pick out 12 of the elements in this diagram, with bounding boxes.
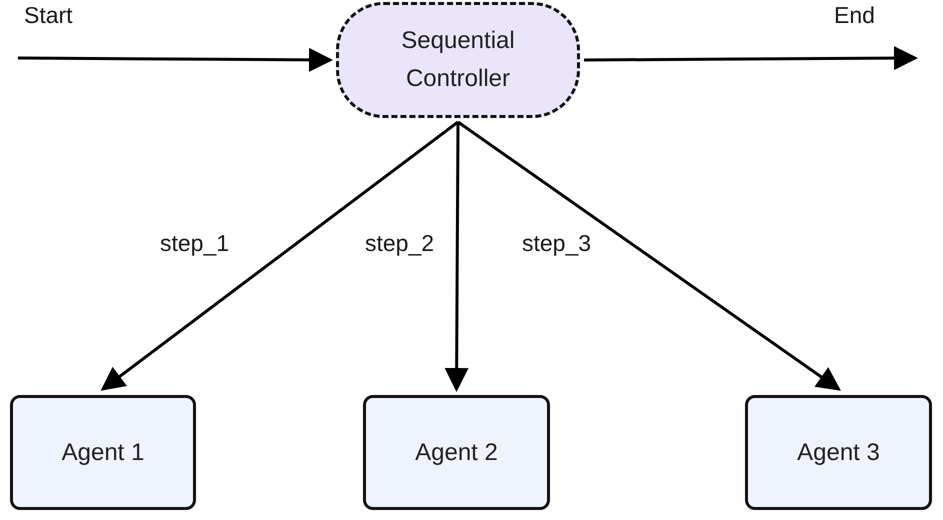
- arrow: [100, 120, 459, 391]
- arrow: [457, 120, 841, 391]
- node-label: Sequential Controller: [400, 26, 516, 94]
- agent-box: [745, 395, 932, 510]
- agent-box: [10, 395, 196, 510]
- node-label: Agent 2: [414, 438, 499, 468]
- node-label: Agent 1: [60, 438, 146, 468]
- node-label: Agent 3: [796, 438, 881, 468]
- arrow: [444, 122, 469, 392]
- arrow: [584, 46, 918, 70]
- arrow: [18, 48, 333, 72]
- agent-box: [363, 395, 550, 510]
